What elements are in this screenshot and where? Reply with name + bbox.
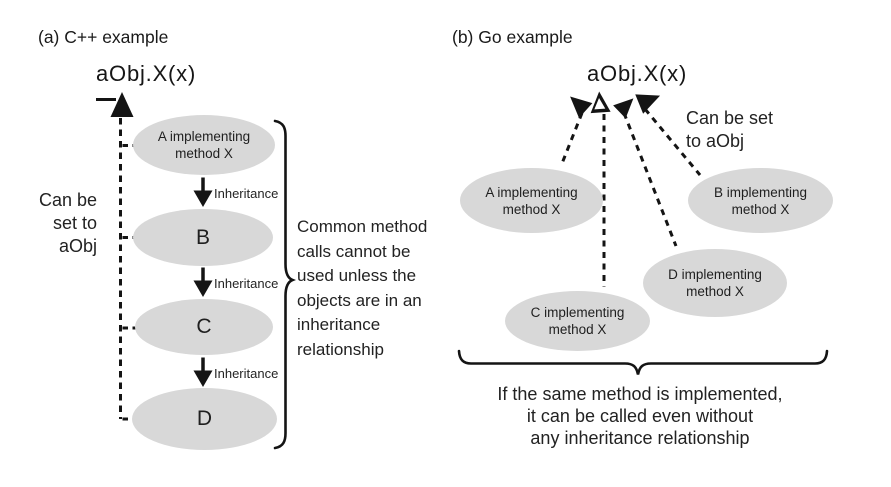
panel-a-title: (a) C++ example [38, 27, 169, 47]
node-ellipse-d: D [132, 388, 277, 450]
inheritance-label: Inheritance [214, 276, 279, 291]
panel-b-method-call-label: aObj.X(x) [587, 61, 688, 86]
duck-typing-dashed-line-a [559, 112, 584, 167]
panel-a-method-call-label: aObj.X(x) [96, 61, 197, 86]
duck-typing-dashed-line-b [643, 108, 702, 176]
panel-a-brace-note: Common method calls cannot be used unles… [297, 217, 428, 359]
node-ellipse-a: A implementing method X [460, 168, 603, 233]
inheritance-arrowhead-icon [193, 190, 213, 207]
arrowhead-icon [570, 96, 593, 118]
panel-b-caption: If the same method is implemented, it ca… [497, 384, 783, 448]
inheritance-arrowhead-icon [193, 280, 213, 297]
panel-b-title: (b) Go example [452, 27, 573, 47]
inheritance-arrowhead-icon [193, 370, 213, 387]
arrowhead-icon [635, 94, 661, 114]
horizontal-brace [457, 349, 829, 375]
node-ellipse-b: B [133, 209, 273, 266]
duck-typing-dashed-line-d [622, 112, 678, 247]
node-ellipse-a: A implementing method X [133, 115, 275, 175]
panel-a-side-note: Can be set to aObj [38, 190, 97, 256]
inheritance-label: Inheritance [214, 186, 279, 201]
node-ellipse-b: B implementing method X [688, 168, 833, 233]
node-ellipse-c: C [135, 299, 273, 355]
node-ellipse-d: D implementing method X [643, 249, 787, 317]
inheritance-label: Inheritance [214, 366, 279, 381]
node-ellipse-c: C implementing method X [505, 291, 650, 351]
arrowhead-icon [613, 98, 634, 119]
panel-b-side-note: Can be set to aObj [686, 108, 774, 151]
vertical-brace [273, 119, 296, 450]
up-arrow-icon [110, 92, 134, 117]
arrowhead-inner-gap [594, 98, 606, 110]
